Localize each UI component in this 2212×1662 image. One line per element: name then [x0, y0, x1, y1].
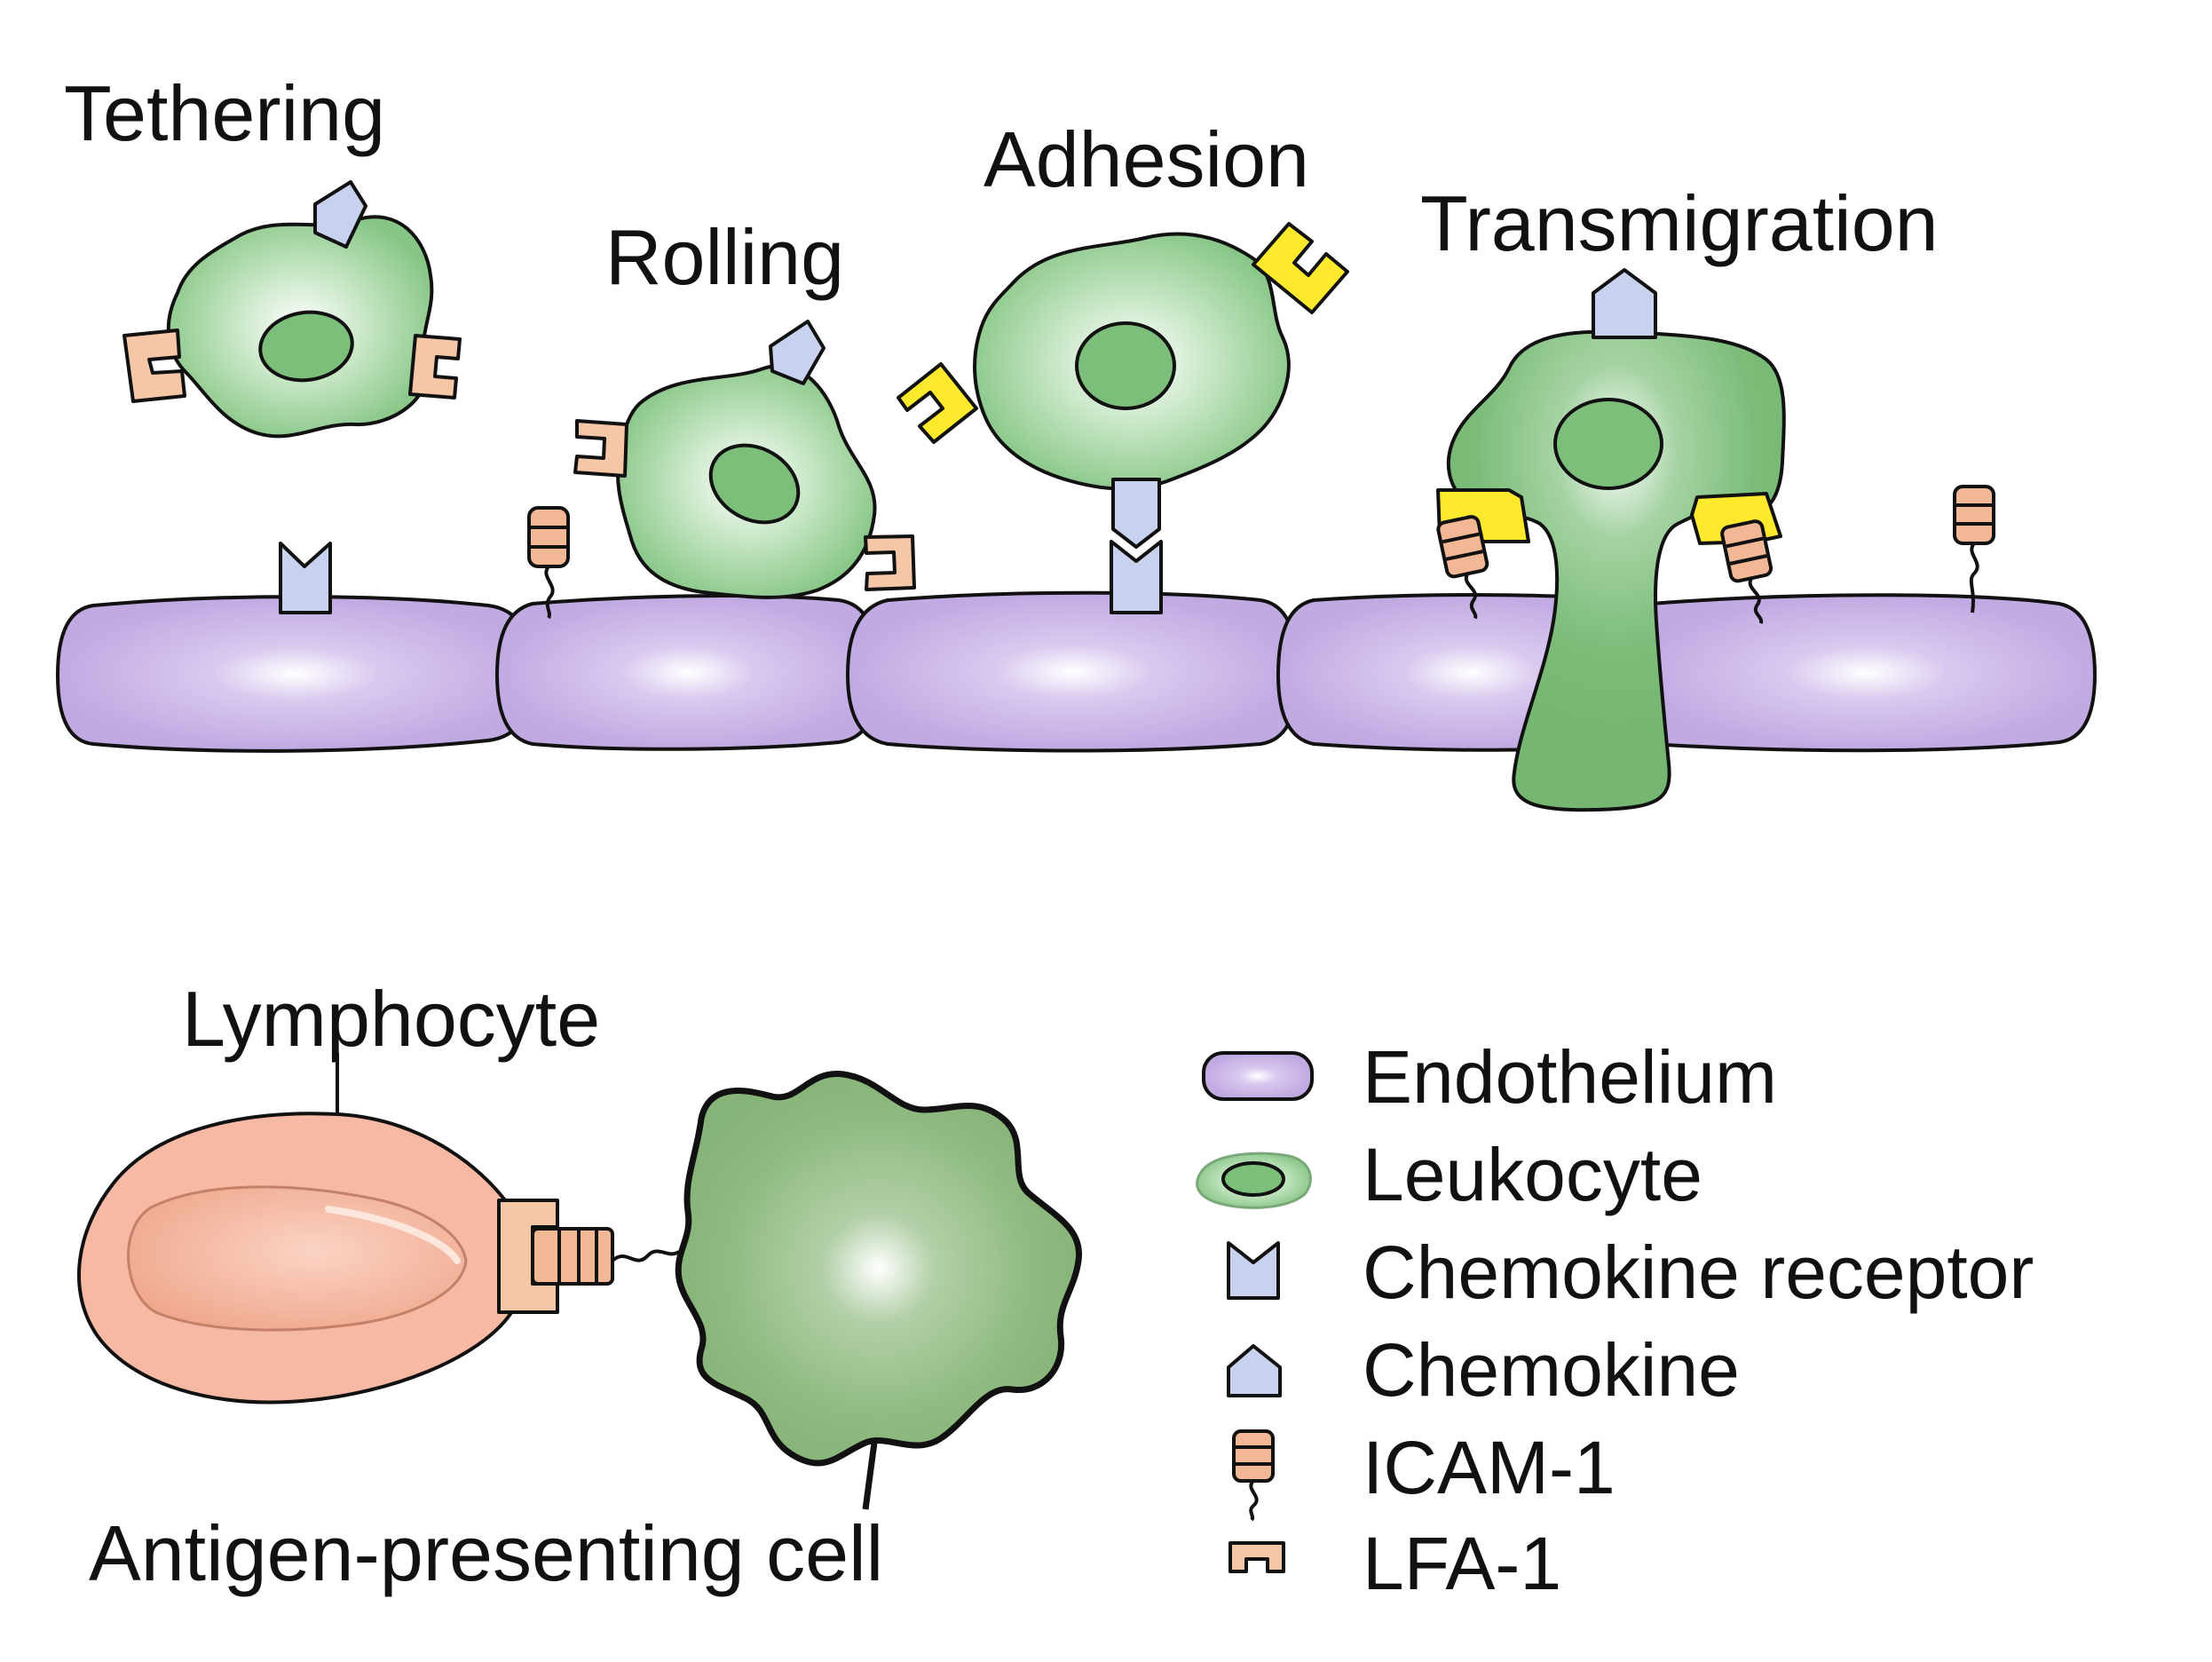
- legend-label-endothelium: Endothelium: [1363, 1035, 1777, 1119]
- stage-tethering: Tethering: [64, 69, 462, 614]
- lfa1-icon: [1228, 1541, 1285, 1573]
- icam1-icon: [1953, 485, 1995, 613]
- chemokine-receptor-icon: [1227, 1241, 1280, 1300]
- legend-label-chemokine-receptor: Chemokine receptor: [1363, 1231, 2034, 1314]
- endothelial-cell: [56, 595, 534, 753]
- apc-label: Antigen-presenting cell: [89, 1509, 883, 1597]
- stage-label-tethering: Tethering: [64, 69, 385, 157]
- stage-adhesion: Adhesion: [897, 115, 1349, 614]
- lfa1-active-icon: [897, 362, 978, 444]
- stage-label-adhesion: Adhesion: [984, 115, 1309, 203]
- lfa1-icon: [408, 334, 462, 400]
- legend-item-chemokine-receptor: Chemokine receptor: [1227, 1231, 2034, 1314]
- endothelial-cell: [495, 594, 881, 751]
- chemokine-icon: [313, 180, 367, 249]
- icam1-icon: [1720, 519, 1774, 624]
- lymphocyte-nucleus-highlight: [325, 1206, 461, 1264]
- endothelial-cell: [1636, 593, 2097, 753]
- legend-label-lfa1: LFA-1: [1363, 1522, 1561, 1605]
- lfa1-active-icon: [1252, 222, 1349, 314]
- endothelium-layer: [56, 590, 2097, 753]
- endothelium-icon: [1202, 1051, 1314, 1101]
- legend-item-lfa1: LFA-1: [1228, 1522, 1561, 1605]
- icam1-icon: [531, 1227, 681, 1286]
- leukocyte-nucleus: [708, 443, 801, 525]
- chemokine-icon: [769, 320, 826, 385]
- endothelial-cell: [846, 590, 1300, 753]
- legend-item-chemokine: Chemokine: [1227, 1328, 1740, 1412]
- legend-item-leukocyte: Leukocyte: [1196, 1133, 1702, 1216]
- chemokine-icon: [1227, 1344, 1282, 1397]
- legend-label-icam1: ICAM-1: [1363, 1426, 1616, 1509]
- chemokine-receptor-icon: [1110, 540, 1163, 614]
- legend-label-chemokine: Chemokine: [1363, 1328, 1740, 1412]
- lfa1-icon: [864, 534, 916, 591]
- stage-transmigration: Transmigration: [1420, 179, 1995, 812]
- leukocyte-icon-nucleus: [1221, 1161, 1285, 1197]
- icam1-icon: [1232, 1429, 1275, 1522]
- leukocyte-nucleus: [258, 310, 354, 383]
- lfa1-icon: [122, 328, 186, 403]
- apc-pointer-line: [862, 1442, 878, 1510]
- antigen-presenting-cell: [675, 1071, 1083, 1467]
- leukocyte-nucleus: [1553, 398, 1663, 490]
- leukocyte-nucleus: [1075, 321, 1176, 410]
- chemokine-icon: [1111, 478, 1161, 549]
- stage-label-transmigration: Transmigration: [1420, 179, 1939, 267]
- stage-rolling: Rolling: [527, 213, 916, 620]
- legend-item-icam1: ICAM-1: [1232, 1426, 1616, 1522]
- legend: Endothelium Leukocyte Chemokine receptor…: [1196, 1035, 2034, 1605]
- legend-label-leukocyte: Leukocyte: [1363, 1133, 1702, 1216]
- lfa1-icon: [573, 419, 628, 478]
- chemokine-receptor-icon: [279, 542, 332, 614]
- immunological-synapse: Lymphocyte Antigen-presenting cell: [76, 975, 1083, 1597]
- lymphocyte-label: Lymphocyte: [182, 975, 600, 1063]
- chemokine-icon: [1592, 268, 1657, 339]
- icam1-icon: [527, 506, 570, 620]
- stage-label-rolling: Rolling: [605, 213, 844, 301]
- legend-item-endothelium: Endothelium: [1202, 1035, 1777, 1119]
- icam1-icon: [1436, 515, 1489, 620]
